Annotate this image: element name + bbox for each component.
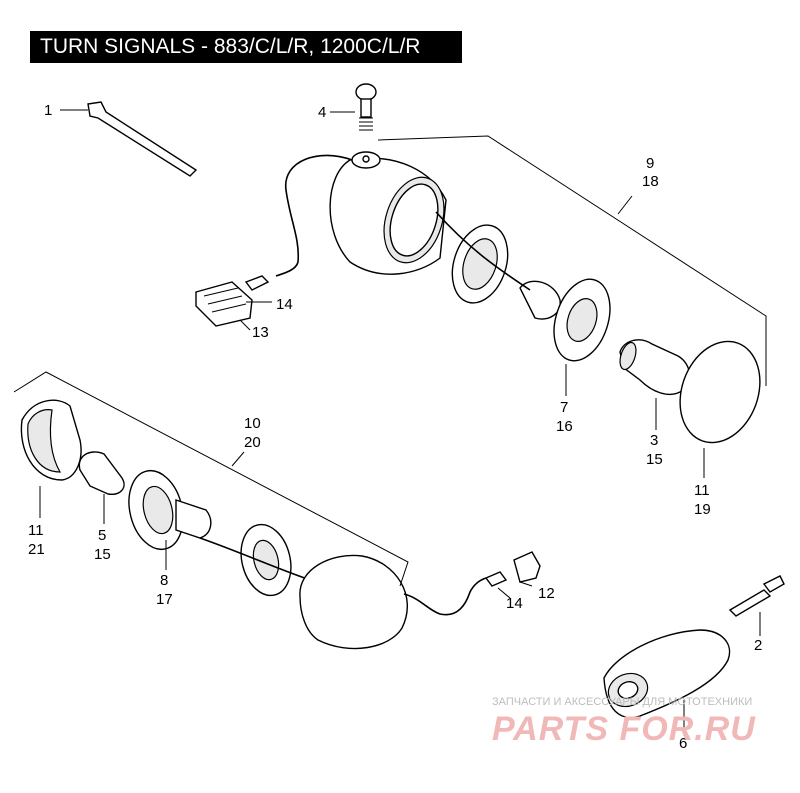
front-lens[interactable] bbox=[20, 399, 82, 481]
callout-1: 1 bbox=[44, 102, 52, 119]
connector-housing[interactable] bbox=[195, 281, 253, 327]
front-bulb[interactable] bbox=[78, 451, 125, 495]
rear-lens[interactable] bbox=[667, 330, 774, 454]
callout-6: 6 bbox=[679, 735, 687, 752]
callout-14-front: 14 bbox=[506, 595, 523, 612]
callout-17: 17 bbox=[156, 591, 173, 608]
bolt[interactable] bbox=[728, 575, 785, 617]
callout-15-rear: 15 bbox=[646, 451, 663, 468]
callout-3: 3 bbox=[650, 432, 658, 449]
front-socket-gasket[interactable] bbox=[121, 465, 298, 601]
front-connector[interactable] bbox=[513, 551, 541, 583]
callout-8: 8 bbox=[160, 572, 168, 589]
callout-15-front: 15 bbox=[94, 546, 111, 563]
mounting-stud[interactable] bbox=[330, 83, 377, 131]
terminal-rear[interactable] bbox=[244, 275, 270, 291]
callout-21: 21 bbox=[28, 541, 45, 558]
diagram-title: TURN SIGNALS - 883/C/L/R, 1200C/L/R bbox=[30, 31, 462, 63]
rear-socket-gasket[interactable] bbox=[443, 218, 620, 368]
callout-14-rear: 14 bbox=[276, 296, 293, 313]
mount-bracket[interactable] bbox=[603, 629, 731, 719]
callout-13: 13 bbox=[252, 324, 269, 341]
callout-2: 2 bbox=[754, 637, 762, 654]
rear-lamp-housing[interactable] bbox=[329, 151, 454, 275]
watermark-tagline: ЗАПЧАСТИ И АКСЕССУАРЫ ДЛЯ МОТОТЕХНИКИ bbox=[492, 696, 753, 708]
cable-strap[interactable] bbox=[60, 101, 198, 177]
callout-5: 5 bbox=[98, 527, 106, 544]
front-terminal[interactable] bbox=[484, 571, 508, 587]
callout-11-rear: 11 bbox=[694, 482, 710, 499]
callout-19: 19 bbox=[694, 501, 711, 518]
rear-bulb[interactable] bbox=[617, 339, 691, 396]
callout-4: 4 bbox=[318, 104, 326, 121]
callout-9: 9 bbox=[646, 155, 654, 172]
callout-10: 10 bbox=[244, 415, 261, 432]
callout-12: 12 bbox=[538, 585, 555, 602]
callout-16: 16 bbox=[556, 418, 573, 435]
watermark-logo: PARTS FOR.RU bbox=[492, 710, 756, 748]
callout-11-front: 11 bbox=[28, 522, 44, 539]
callout-20: 20 bbox=[244, 434, 261, 451]
callout-18: 18 bbox=[642, 173, 659, 190]
callout-7: 7 bbox=[560, 399, 568, 416]
front-lamp-housing[interactable] bbox=[299, 554, 408, 650]
